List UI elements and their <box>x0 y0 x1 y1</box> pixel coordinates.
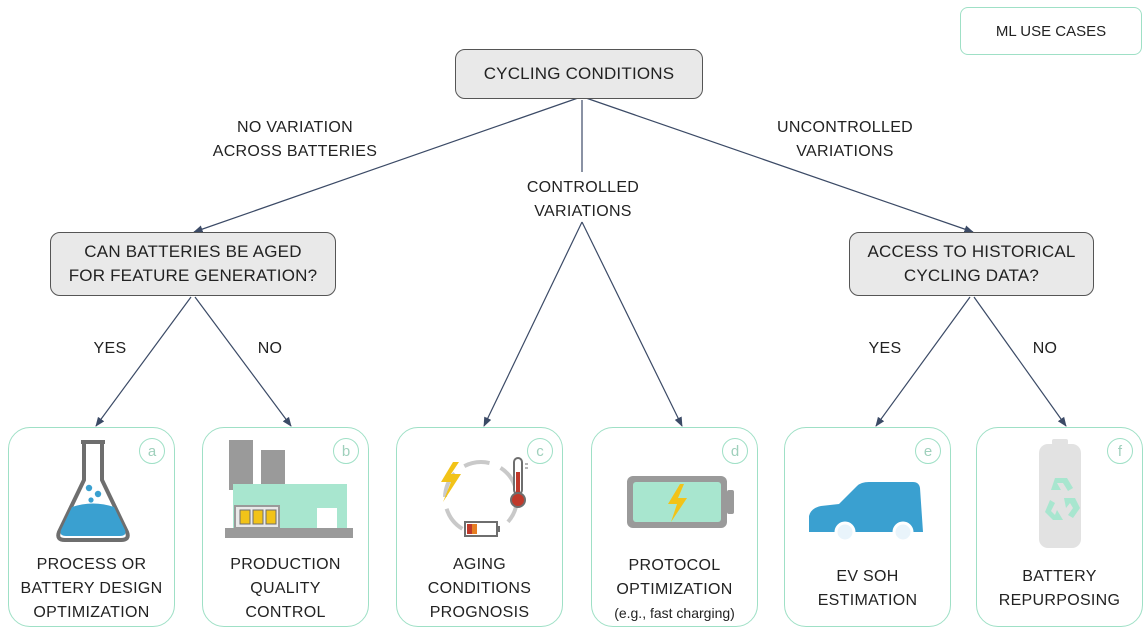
card-title-f: BATTERY REPURPOSING <box>998 568 1121 609</box>
use-case-card-b: b PRODUCTION QUALITY CONTROL <box>202 427 369 627</box>
recycled-battery-icon <box>1039 439 1081 548</box>
edge-root-to-right <box>585 97 974 233</box>
legend-ml-use-cases: ML USE CASES <box>960 7 1142 55</box>
use-case-card-c: c AGING CONDITIONS PROGNOSIS <box>396 427 563 627</box>
electric-vehicle-icon <box>809 482 923 543</box>
card-title-a: PROCESS OR BATTERY DESIGN OPTIMIZATION <box>20 556 163 621</box>
card-badge-d: d <box>722 438 748 464</box>
use-case-card-a: a PROCESS OR BATTERY DESIGN OPTIMIZATION <box>8 427 175 627</box>
question-right-label: ACCESS TO HISTORICAL CYCLING DATA? <box>867 242 1076 285</box>
branch-label-uncontrolled: UNCONTROLLED VARIATIONS <box>776 119 914 160</box>
branch-label-controlled: CONTROLLED VARIATIONS <box>526 179 640 220</box>
question-node-left: CAN BATTERIES BE AGED FOR FEATURE GENERA… <box>50 232 336 296</box>
use-case-card-d: d PROTOCOL OPTIMIZATION (e.g., fast char… <box>591 427 758 627</box>
question-node-right: ACCESS TO HISTORICAL CYCLING DATA? <box>849 232 1094 296</box>
edge-right-to-e <box>875 296 971 427</box>
card-subtitle-d: (e.g., fast charging) <box>614 605 735 621</box>
card-badge-f: f <box>1107 438 1133 464</box>
edge-middle-to-d <box>581 221 683 427</box>
card-badge-b: b <box>333 438 359 464</box>
card-title-b: PRODUCTION QUALITY CONTROL <box>230 556 341 621</box>
edge-left-to-b <box>194 296 292 427</box>
card-title-c: AGING CONDITIONS PROGNOSIS <box>427 556 532 621</box>
aging-cycle-icon <box>441 457 528 537</box>
answer-left-no: NO <box>257 340 283 357</box>
card-badge-a: a <box>139 438 165 464</box>
answer-left-yes: YES <box>93 340 127 357</box>
root-node: CYCLING CONDITIONS <box>455 49 703 99</box>
edge-root-to-left <box>193 97 579 233</box>
branch-label-no-variation: NO VARIATION ACROSS BATTERIES <box>212 119 378 160</box>
card-badge-e: e <box>915 438 941 464</box>
use-case-card-f: f BATTERY REPURPOSING <box>976 427 1143 627</box>
edge-left-to-a <box>95 296 192 427</box>
root-label: CYCLING CONDITIONS <box>483 64 675 83</box>
question-left-label: CAN BATTERIES BE AGED FOR FEATURE GENERA… <box>68 242 318 285</box>
edge-middle-to-c <box>483 221 583 427</box>
factory-icon <box>225 440 353 538</box>
flask-icon <box>56 440 130 542</box>
card-title-e: EV SOH ESTIMATION <box>817 568 918 609</box>
card-title-d: PROTOCOL OPTIMIZATION <box>616 557 733 598</box>
charging-battery-icon <box>627 476 734 528</box>
legend-label: ML USE CASES <box>995 22 1107 40</box>
answer-right-no: NO <box>1032 340 1058 357</box>
edge-right-to-f <box>973 296 1067 427</box>
answer-right-yes: YES <box>868 340 902 357</box>
card-badge-c: c <box>527 438 553 464</box>
use-case-card-e: e EV SOH ESTIMATION <box>784 427 951 627</box>
